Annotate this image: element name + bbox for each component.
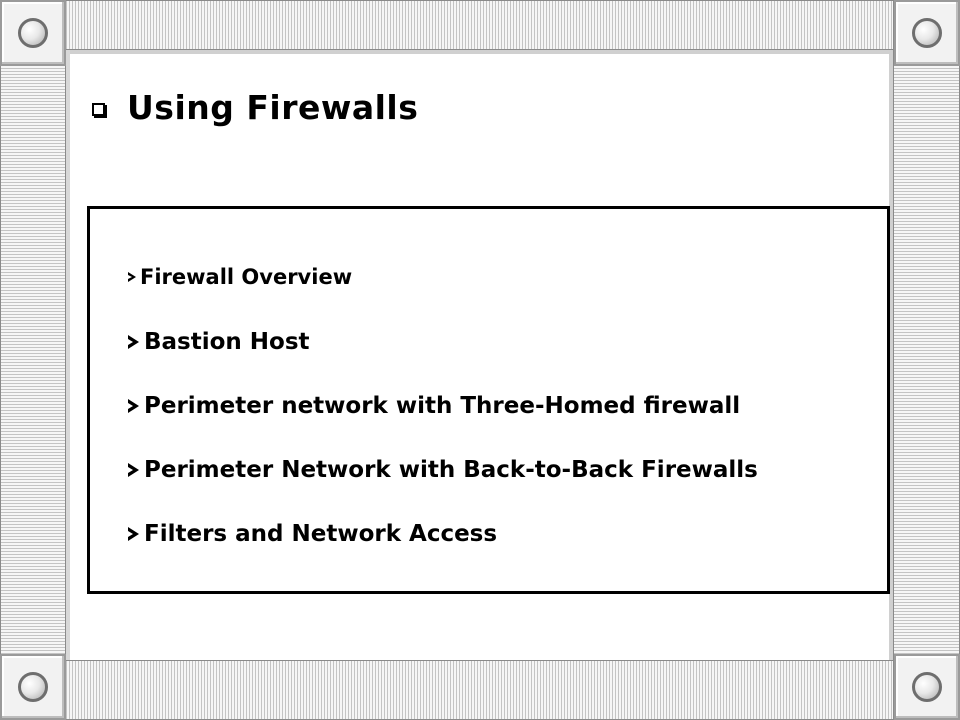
list-item-label: Perimeter Network with Back-to-Back Fire… <box>144 457 758 483</box>
rivet-icon <box>18 18 48 48</box>
list-item-back-to-back: Perimeter Network with Back-to-Back Fire… <box>128 457 758 483</box>
corner-bottom-right <box>894 654 960 720</box>
frame-top-bar <box>0 0 960 50</box>
list-item-label: Filters and Network Access <box>144 521 498 547</box>
list-item-label: Perimeter network with Three-Homed firew… <box>144 393 741 419</box>
list-item-bastion-host: Bastion Host <box>128 329 310 355</box>
list-item-label: Bastion Host <box>144 329 310 355</box>
list-item-label: Firewall Overview <box>140 265 353 289</box>
arrow-bullet-icon <box>128 527 139 541</box>
arrow-bullet-icon <box>128 463 139 477</box>
square-bullet-icon <box>92 103 105 116</box>
frame-bottom-bar <box>0 660 960 720</box>
frame-right-bar <box>893 0 960 720</box>
content-box: Firewall Overview Bastion Host Perimeter… <box>87 206 890 594</box>
arrow-bullet-icon <box>128 399 139 413</box>
corner-top-left <box>0 0 66 66</box>
frame-left-bar <box>0 0 66 720</box>
corner-top-right <box>894 0 960 66</box>
rivet-icon <box>18 672 48 702</box>
rivet-icon <box>912 18 942 48</box>
corner-bottom-left <box>0 654 66 720</box>
arrow-bullet-icon <box>128 272 136 282</box>
slide-title: Using Firewalls <box>92 88 418 127</box>
slide-title-text: Using Firewalls <box>127 88 419 127</box>
arrow-bullet-icon <box>128 335 139 349</box>
rivet-icon <box>912 672 942 702</box>
list-item-firewall-overview: Firewall Overview <box>128 265 352 289</box>
frame-inner-edge-left <box>66 50 70 660</box>
frame-inner-edge-top <box>66 50 893 54</box>
list-item-filters: Filters and Network Access <box>128 521 497 547</box>
list-item-three-homed: Perimeter network with Three-Homed firew… <box>128 393 740 419</box>
frame-inner-edge-right <box>889 50 893 660</box>
